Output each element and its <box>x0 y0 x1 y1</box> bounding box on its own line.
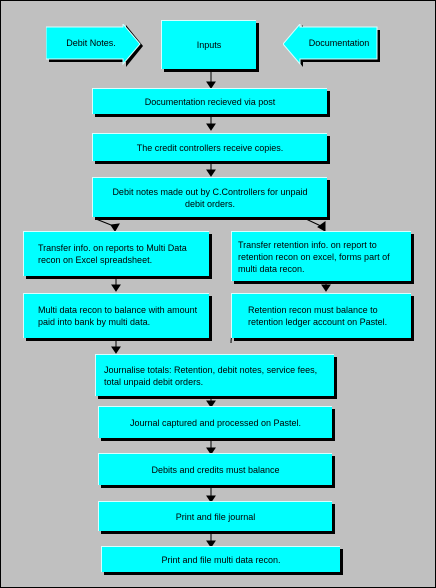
arrowhead <box>321 284 331 292</box>
arrowhead <box>206 540 216 548</box>
transfer-multi-box: Transfer info. on reports to Multi Data … <box>23 231 209 276</box>
print-journal-box: Print and file journal <box>98 501 332 531</box>
journalise-box: Journalise totals: Retention, debit note… <box>95 354 334 396</box>
controllers-copies-box: The credit controllers receive copies. <box>92 133 327 161</box>
arrowhead <box>206 495 216 503</box>
arrowhead <box>111 346 121 354</box>
documentation-shape: Documentation <box>282 22 383 72</box>
arrowhead <box>317 221 326 232</box>
debit-notes-shape: Debit Notes. <box>45 22 146 72</box>
arrowhead <box>206 81 216 89</box>
arrowhead <box>206 400 216 408</box>
arrowhead <box>206 123 216 131</box>
debit-notes-label: Debit Notes. <box>66 38 116 48</box>
print-multi-box: Print and file multi data recon. <box>101 546 340 572</box>
arrowhead <box>110 223 120 232</box>
transfer-retention-box: Transfer retention info. on report to re… <box>231 231 411 281</box>
arrowhead <box>206 447 216 455</box>
retention-balance-box: Retention recon must balance to retentio… <box>231 293 411 338</box>
debit-notes-made-box: Debit notes made out by C.Controllers fo… <box>92 177 327 217</box>
documentation-label: Documentation <box>308 38 370 48</box>
arrowhead <box>111 284 121 292</box>
received-box: Documentation recieved via post <box>92 88 327 114</box>
multi-balance-box: Multi data recon to balance with amount … <box>23 293 209 338</box>
journal-captured-box: Journal captured and processed on Pastel… <box>98 406 332 438</box>
right-arrow-icon <box>45 22 143 67</box>
inputs-box: Inputs <box>161 20 256 69</box>
debits-credits-box: Debits and credits must balance <box>98 453 332 485</box>
left-arrow-icon <box>282 22 380 67</box>
arrowhead <box>206 169 216 177</box>
